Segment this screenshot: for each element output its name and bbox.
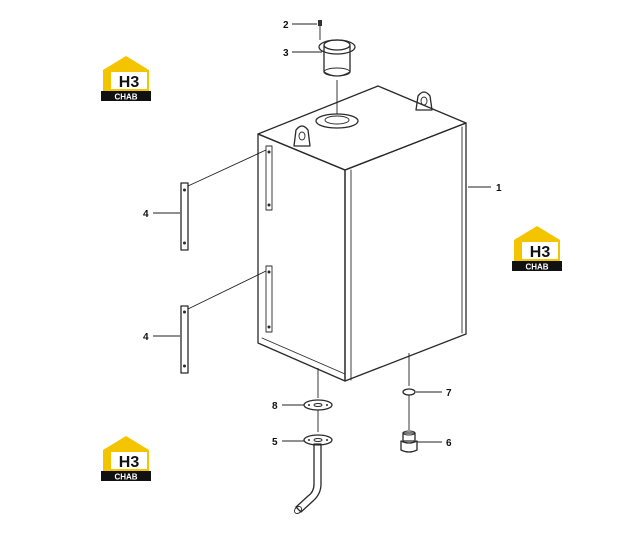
callout-label: 4 [143,209,149,220]
logo-word: CHAB [525,263,548,272]
callout-7: 7 [416,388,452,399]
filler-cap [318,39,356,114]
callout-2: 2 [283,20,317,31]
callout-label: 1 [496,183,502,194]
callout-label: 4 [143,332,149,343]
callout-4-lower: 4 [143,332,180,343]
logo-word: CHAB [114,93,137,102]
brand-logo-watermark: H3 CHAB [512,226,562,272]
brand-logo-watermark: H3 CHAB [101,436,151,482]
hydraulic-tank [257,85,467,382]
suction-line-assembly [294,368,333,514]
callout-label: 6 [446,438,452,449]
mounting-strap-lower [180,270,267,374]
drain-plug-assembly [400,353,418,453]
callout-5: 5 [272,437,304,448]
callout-8: 8 [272,401,304,412]
callout-label: 8 [272,401,278,412]
callout-label: 2 [283,20,289,31]
screw [318,20,322,40]
brand-logo-watermark: H3 CHAB [101,56,151,102]
callout-3: 3 [283,48,322,59]
callout-label: 3 [283,48,289,59]
callout-4-upper: 4 [143,209,180,220]
logo-mark: H3 [119,74,140,91]
logo-mark: H3 [530,244,551,261]
logo-word: CHAB [114,473,137,482]
callout-1: 1 [468,183,502,194]
callout-label: 5 [272,437,278,448]
callout-label: 7 [446,388,452,399]
logo-mark: H3 [119,454,140,471]
mounting-strap-upper [180,149,267,251]
callout-6: 6 [417,438,452,449]
